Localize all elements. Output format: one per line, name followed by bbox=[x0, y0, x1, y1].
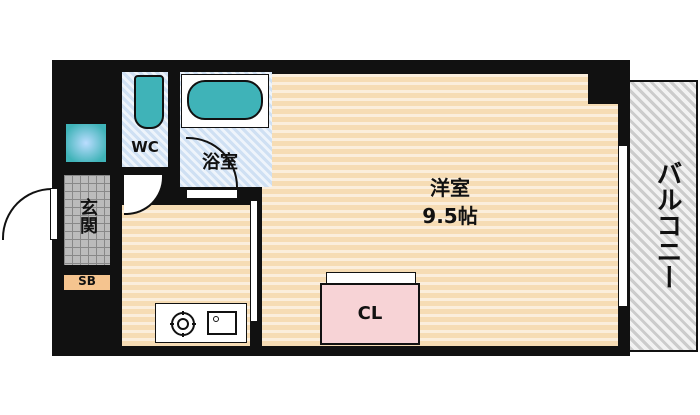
western-room-label: 洋室 bbox=[430, 176, 470, 200]
partition bbox=[250, 200, 258, 322]
western-room-size: 9.5帖 bbox=[422, 204, 478, 228]
bathtub-icon bbox=[181, 74, 269, 128]
toilet-icon bbox=[134, 75, 164, 129]
washer-pan-icon bbox=[64, 122, 108, 164]
closet bbox=[320, 283, 420, 345]
western-room-ext bbox=[588, 104, 618, 346]
shoe-box-label: SB bbox=[78, 274, 96, 288]
closet-label: CL bbox=[357, 303, 383, 324]
door-frame bbox=[50, 188, 58, 240]
corner-pillar bbox=[588, 74, 618, 104]
entrance bbox=[64, 175, 110, 265]
balcony-window[interactable] bbox=[618, 145, 628, 307]
bath-label: 浴室 bbox=[202, 152, 238, 173]
wc-label: WC bbox=[131, 138, 159, 156]
balcony-label: バルコニー bbox=[652, 160, 682, 290]
bath-sill bbox=[186, 189, 238, 199]
entrance-door[interactable] bbox=[2, 188, 52, 240]
entrance-label: 玄関 bbox=[77, 198, 98, 234]
kitchen-counter bbox=[155, 303, 247, 343]
shoe-box bbox=[64, 275, 110, 290]
stove-icon bbox=[170, 311, 237, 337]
western-room bbox=[262, 74, 588, 346]
closet-doors[interactable] bbox=[326, 272, 416, 284]
